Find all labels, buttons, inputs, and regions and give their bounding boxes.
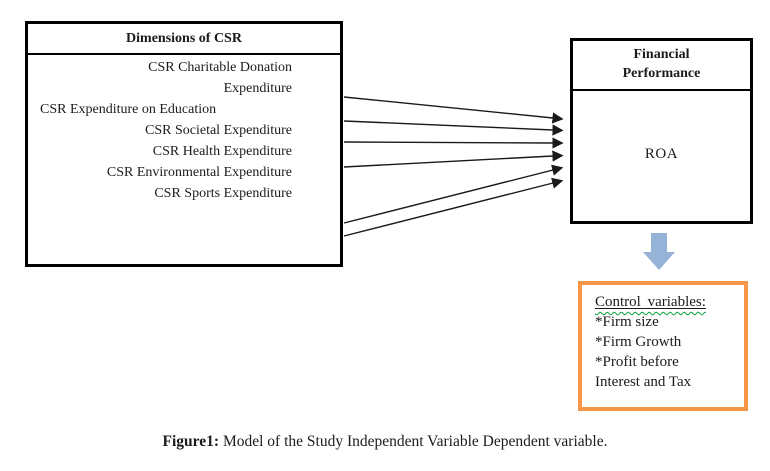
connector-arrow-4 [343,150,564,168]
figure-caption: Figure1: Model of the Study Independent … [0,433,770,451]
roa-value: ROA [644,145,679,162]
connector-arrow-6 [343,177,564,237]
control-item: Interest and Tax [595,374,692,390]
control-variables-box: Control variables: *Firm size *Firm Grow… [578,281,748,411]
down-block-arrow-icon [643,233,675,270]
list-item: CSR Sports Expenditure [154,186,292,201]
list-item: CSR Charitable Donation [148,60,292,75]
connector-arrow-1 [343,96,564,124]
list-item: CSR Health Expenditure [152,144,292,159]
control-item: *Firm size [595,314,659,330]
connector-arrow-2 [343,120,564,136]
dimensions-list: CSR Charitable Donation Expenditure CSR … [28,55,340,204]
dimensions-box-title: Dimensions of CSR [28,24,340,55]
figure-caption-text: Model of the Study Independent Variable … [219,433,608,450]
financial-performance-title: Financial Performance [573,41,750,91]
connector-arrow-5 [343,164,564,224]
financial-title-line2: Performance [622,66,701,81]
list-item: CSR Societal Expenditure [145,123,292,138]
control-variables-title-text: Control variables: [595,294,706,310]
financial-performance-box: Financial Performance ROA [570,38,753,224]
list-item: CSR Environmental Expenditure [106,165,292,180]
control-variables-title: Control variables: [595,292,740,312]
control-item: *Profit before [595,354,679,370]
list-item: Expenditure [223,81,292,96]
dimensions-of-csr-box: Dimensions of CSR CSR Charitable Donatio… [25,21,343,267]
list-item: CSR Expenditure on Education [40,102,217,117]
connector-arrow-3 [343,137,564,149]
financial-title-line1: Financial [633,47,690,62]
figure-caption-label: Figure1: [162,433,220,450]
control-item: *Firm Growth [595,334,682,350]
